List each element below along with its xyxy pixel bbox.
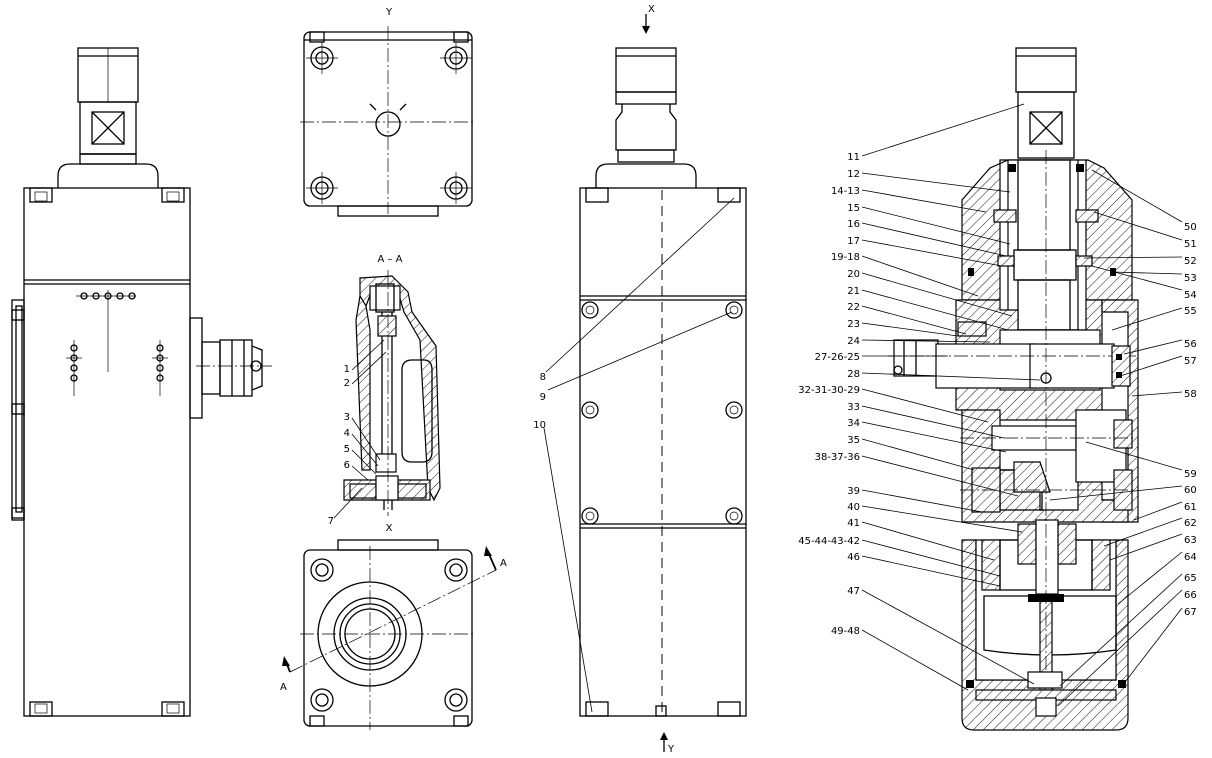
callout: 35 xyxy=(847,435,860,446)
top-view: Y xyxy=(300,7,476,217)
cut-label-a: A xyxy=(500,558,507,569)
side-view: X 8 9 10 Y xyxy=(533,4,747,755)
side-top-label: X xyxy=(648,4,655,15)
bottom-view-label: X xyxy=(386,523,393,534)
callout: 21 xyxy=(847,286,860,297)
callout: 4 xyxy=(344,428,350,439)
callout: 50 xyxy=(1184,222,1197,233)
front-view xyxy=(11,47,272,717)
callout: 8 xyxy=(540,372,546,383)
assembly-section: 11 12 14-13 15 16 17 19-18 20 21 22 23 2… xyxy=(798,47,1197,731)
cut-label-a: A xyxy=(280,682,287,693)
bottom-view: X A A xyxy=(280,523,507,730)
callout: 5 xyxy=(344,444,350,455)
callout: 56 xyxy=(1184,339,1197,350)
side-bottom-label: Y xyxy=(667,744,675,755)
callout: 54 xyxy=(1184,290,1197,301)
callout: 51 xyxy=(1184,239,1197,250)
callout: 24 xyxy=(847,336,860,347)
callout: 17 xyxy=(847,236,860,247)
callout: 2 xyxy=(344,378,350,389)
callout: 22 xyxy=(847,302,860,313)
callout: 57 xyxy=(1184,356,1197,367)
callout: 32-31-30-29 xyxy=(798,385,860,396)
callout: 61 xyxy=(1184,502,1197,513)
callout: 55 xyxy=(1184,306,1197,317)
callout: 60 xyxy=(1184,485,1197,496)
leaders-left xyxy=(861,103,1041,691)
callout: 66 xyxy=(1184,590,1197,601)
leaders-right xyxy=(1049,169,1183,707)
callout: 40 xyxy=(847,502,860,513)
section-view-label: A – A xyxy=(377,254,402,265)
callout: 16 xyxy=(847,219,860,230)
callout: 23 xyxy=(847,319,860,330)
callout: 3 xyxy=(344,412,350,423)
callout: 34 xyxy=(847,418,860,429)
callout: 45-44-43-42 xyxy=(798,536,860,547)
callout: 67 xyxy=(1184,607,1197,618)
callout: 33 xyxy=(847,402,860,413)
callout: 46 xyxy=(847,552,860,563)
callout: 63 xyxy=(1184,535,1197,546)
top-view-label: Y xyxy=(385,7,393,18)
callout: 53 xyxy=(1184,273,1197,284)
callout: 62 xyxy=(1184,518,1197,529)
callout: 15 xyxy=(847,203,860,214)
callout: 7 xyxy=(328,516,334,527)
callout: 64 xyxy=(1184,552,1197,563)
callout: 10 xyxy=(533,420,546,431)
callout: 12 xyxy=(847,169,860,180)
callout: 9 xyxy=(540,392,546,403)
callout: 28 xyxy=(847,369,860,380)
callout: 52 xyxy=(1184,256,1197,267)
callout: 47 xyxy=(847,586,860,597)
callout: 41 xyxy=(847,518,860,529)
callout: 39 xyxy=(847,486,860,497)
callout: 49-48 xyxy=(831,626,860,637)
callout: 14-13 xyxy=(831,186,860,197)
callout: 19-18 xyxy=(831,252,860,263)
callout: 59 xyxy=(1184,469,1197,480)
callout: 11 xyxy=(847,152,860,163)
callout: 58 xyxy=(1184,389,1197,400)
callout: 38-37-36 xyxy=(815,452,860,463)
callout: 1 xyxy=(344,364,350,375)
callout: 65 xyxy=(1184,573,1197,584)
callout: 27-26-25 xyxy=(815,352,860,363)
callout: 20 xyxy=(847,269,860,280)
section-view: A – A 1 2 3 4 5 6 7 xyxy=(328,254,441,527)
callout: 6 xyxy=(344,460,350,471)
